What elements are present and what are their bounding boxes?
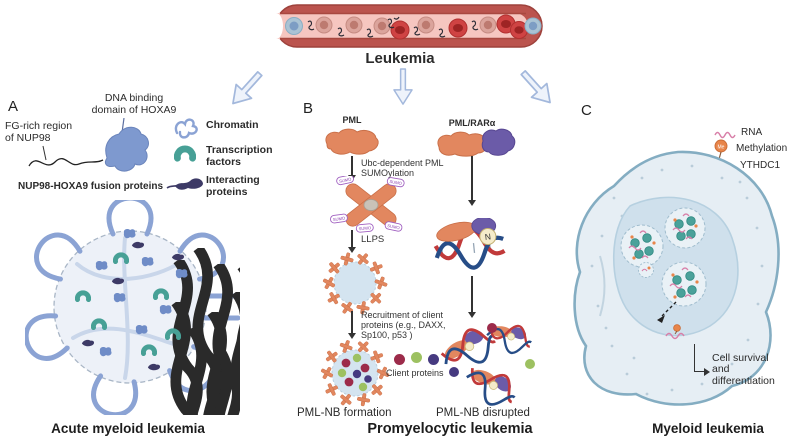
pml-rara-dna-complex: N <box>433 218 506 270</box>
pml-label: PML <box>342 115 362 125</box>
client-protein-navy-icon <box>428 354 439 365</box>
panel-a-caption: Acute myeloid leukemia <box>51 421 205 436</box>
pml-rara-fusion-blob <box>437 128 516 157</box>
panel-c-caption: Myeloid leukemia <box>652 421 764 436</box>
svg-text:SUMO: SUMO <box>332 215 346 222</box>
process-arrow-1 <box>348 156 355 181</box>
guide-arrow-right-icon <box>513 63 562 113</box>
blood-vessel-illustration <box>276 4 543 48</box>
legend-label-chromatin: Chromatin <box>206 119 259 131</box>
sumoylation-step-label: Ubc-dependent PML SUMOylation <box>361 158 444 179</box>
panel-a-letter: A <box>8 98 19 115</box>
client-protein-red-icon <box>394 354 405 365</box>
client-proteins-legend-label: Client proteins <box>386 368 444 378</box>
pml-nb-illustration <box>318 337 392 409</box>
guide-arrow-left-icon <box>222 64 271 114</box>
process-arrow-4 <box>468 156 475 206</box>
svg-text:SUMO: SUMO <box>387 223 401 231</box>
pml-nb-formation-label: PML-NB formation <box>297 407 392 419</box>
pml-nb-disrupted-label: PML-NB disrupted <box>436 407 530 419</box>
process-arrow-5 <box>468 276 475 318</box>
nuclear-condensates <box>620 207 707 307</box>
pml-nb-disrupted-illustration <box>435 320 537 406</box>
panel-c-letter: C <box>581 102 592 119</box>
legend-label-transcription-factors: Transcription factors <box>206 144 273 168</box>
ncor-label: N <box>484 231 491 242</box>
hoxa9-domain-blob <box>104 126 149 172</box>
cell-survival-label: Cell survival and differentiation <box>712 352 775 387</box>
svg-text:Me: Me <box>718 144 725 150</box>
client-proteins-in-nb <box>337 353 372 392</box>
legend-label-rna: RNA <box>741 127 763 138</box>
svg-text:SUMO: SUMO <box>338 176 352 184</box>
fg-rich-region-label: FG-rich region of NUP98 <box>5 120 73 144</box>
legend-label-interacting-proteins: Interacting proteins <box>206 174 260 198</box>
figure-title: Leukemia <box>365 50 435 67</box>
client-recruitment-step-label: Recruitment of client proteins (e.g., DA… <box>361 310 446 341</box>
svg-text:SUMO: SUMO <box>358 225 372 231</box>
fusion-protein-label: NUP98-HOXA9 fusion proteins <box>18 181 164 192</box>
sumoylated-pml-illustration: SUMO SUMO SUMO SUMO SUMO <box>330 176 405 233</box>
myeloid-cell-illustration <box>573 150 780 406</box>
legend-label-ythdc1: YTHDC1 <box>740 160 781 171</box>
panel-b-letter: B <box>303 100 314 117</box>
outcome-arrowhead <box>704 368 710 376</box>
rna-icon <box>714 129 736 139</box>
fg-rich-squiggle <box>28 158 104 167</box>
blood-cells <box>285 14 542 40</box>
dna-binding-domain-label: DNA binding domain of HOXA9 <box>91 92 177 116</box>
pml-rara-label: PML/RARα <box>448 118 496 128</box>
sumo-tags: SUMO SUMO SUMO SUMO SUMO <box>330 176 405 233</box>
outcome-connector-horizontal <box>694 371 705 373</box>
guide-arrow-middle-icon <box>391 68 415 106</box>
llps-step-label: LLPS <box>361 234 385 245</box>
cytoplasm-speckles <box>590 164 764 396</box>
interacting-proteins-icon <box>166 178 203 190</box>
chromatin-icon <box>174 118 198 139</box>
client-protein-green-icon <box>411 352 422 363</box>
pml-protein-blob <box>325 128 379 155</box>
llps-droplet-illustration <box>320 252 390 316</box>
fusion-protein-illustration <box>28 118 149 172</box>
transcription-factors-icon <box>174 145 196 163</box>
outcome-connector-vertical <box>694 344 696 372</box>
process-arrow-2 <box>348 230 355 253</box>
panel-b-caption: Promyelocytic leukemia <box>367 421 533 437</box>
exported-rna-with-methylation <box>665 324 685 340</box>
condensate-illustration <box>25 200 240 415</box>
process-arrow-3 <box>348 311 355 339</box>
legend-label-methylation: Methylation <box>736 143 788 154</box>
svg-text:SUMO: SUMO <box>389 179 403 186</box>
